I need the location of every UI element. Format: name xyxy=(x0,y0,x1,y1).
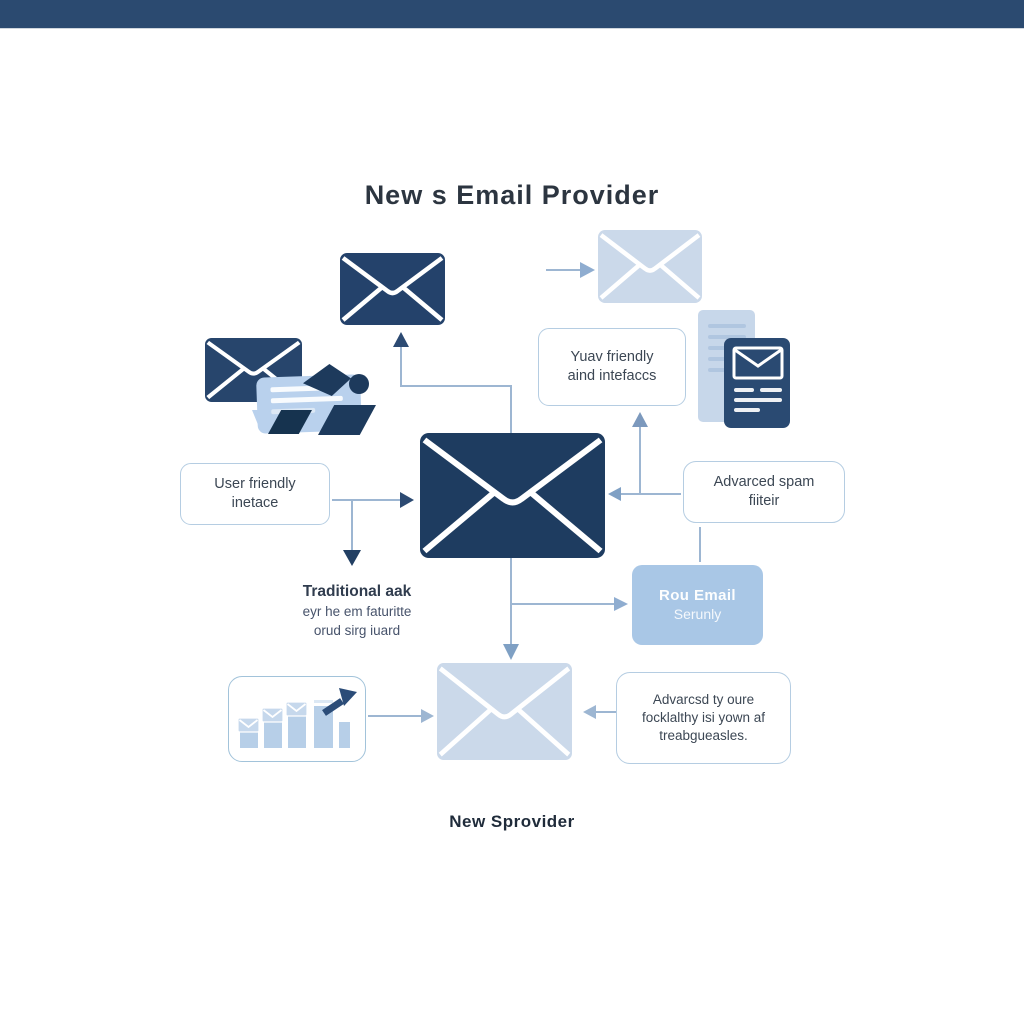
note-line: orud sirg iuard xyxy=(313,623,401,638)
note-line: Traditional aak xyxy=(302,583,412,600)
node-line: Rou Email xyxy=(659,587,736,604)
dot-icon xyxy=(349,374,369,394)
envelope-icon xyxy=(420,433,605,558)
note-line: User friendly xyxy=(214,476,296,492)
note-traditional: Traditional aak eyr he em faturitte orud… xyxy=(268,582,446,640)
note-line: fiiteir xyxy=(748,493,780,509)
note-line: Advarcsd ty oure xyxy=(652,692,755,707)
note-line: eyr he em faturitte xyxy=(302,604,412,619)
top-bar xyxy=(0,0,1024,29)
envelope-icon xyxy=(340,253,445,325)
note-line: treabgueasles. xyxy=(659,728,748,743)
note-line: focklalthy isi yown af xyxy=(641,710,766,725)
note-box-features: Advarcsd ty oure focklalthy isi yown af … xyxy=(616,672,791,764)
node-email-security: Rou Email Serunly xyxy=(632,565,763,645)
diagram-caption: New Sprovider xyxy=(449,812,575,831)
email-growth-chart-icon xyxy=(237,688,357,748)
note-box-user-friendly-top: Yuav friendly aind intefaccs xyxy=(538,328,686,406)
note-line: aind intefaccs xyxy=(567,368,657,384)
node-line: Serunly xyxy=(673,606,722,622)
note-box-spam-filter: Advarced spam fiiteir xyxy=(683,461,845,523)
email-growth-chart-box xyxy=(228,676,366,762)
note-box-user-friendly-left: User friendly inetace xyxy=(180,463,330,525)
diagram-title: New s Email Provider xyxy=(364,180,660,210)
note-line: inetace xyxy=(231,495,279,511)
note-line: Advarced spam xyxy=(713,474,815,490)
email-document-icon xyxy=(698,310,790,428)
envelope-icon xyxy=(598,230,702,303)
envelope-icon xyxy=(437,663,572,760)
note-line: Yuav friendly xyxy=(570,349,654,365)
